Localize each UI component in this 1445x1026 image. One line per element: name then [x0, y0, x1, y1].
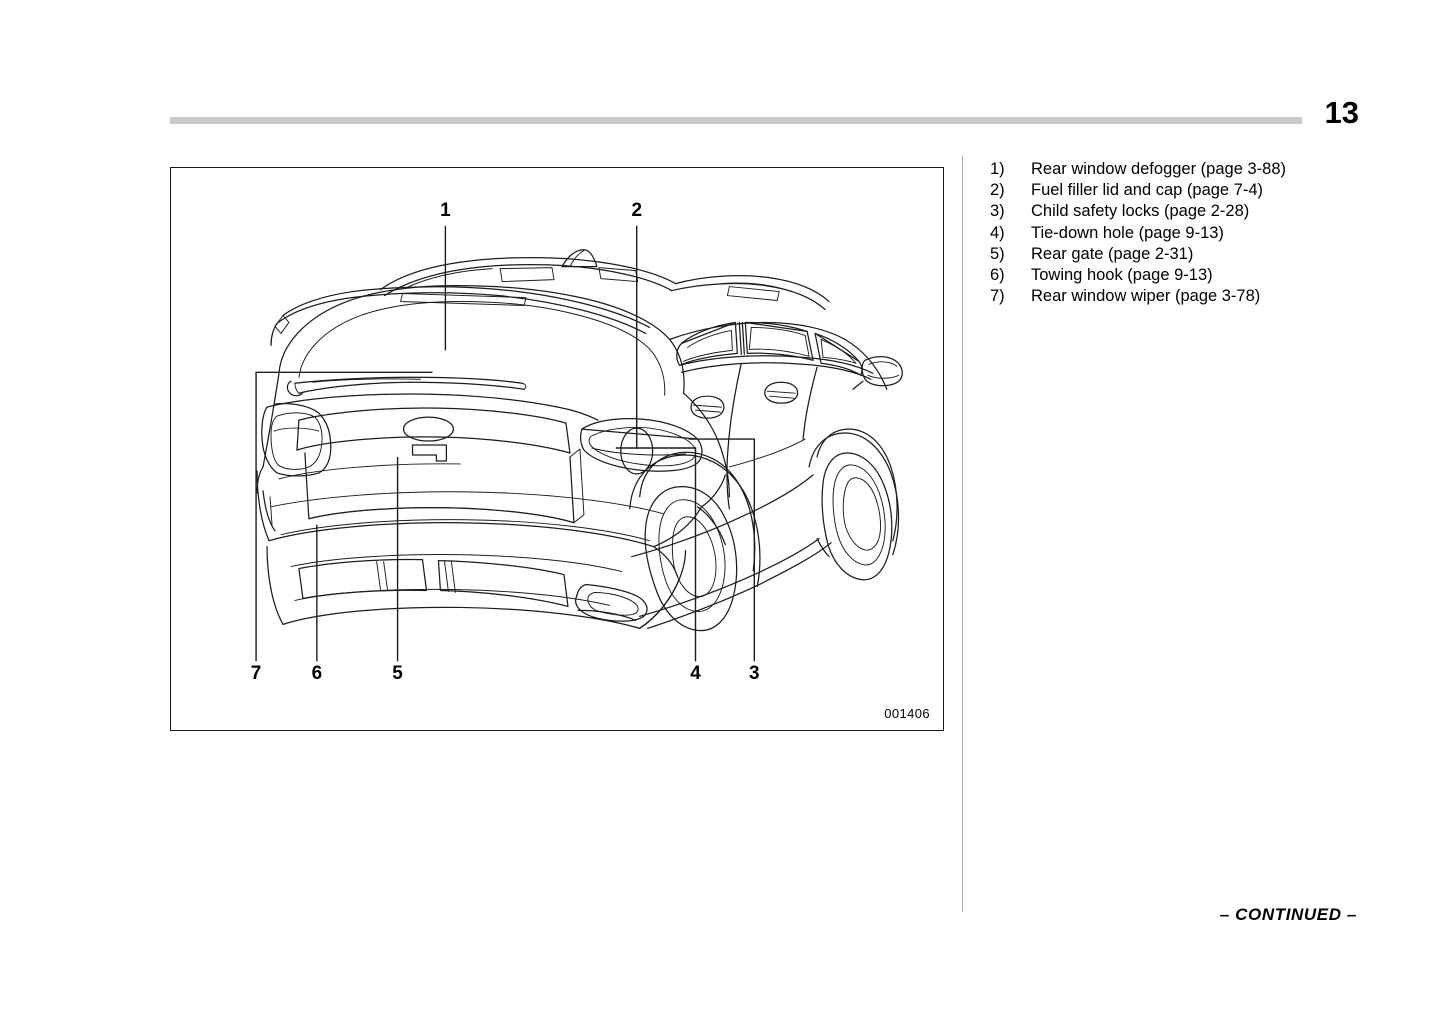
callout-number-5: 5: [392, 663, 403, 684]
legend-item-number: 7): [990, 287, 1005, 306]
legend-item-label: Child safety locks (page 2-28): [1031, 202, 1250, 221]
legend-item-number: 4): [990, 223, 1005, 242]
leader-line-7: [255, 371, 433, 662]
page-number: 13: [1324, 95, 1359, 130]
callout-number-3: 3: [749, 663, 760, 684]
list-item: 7) Rear window wiper (page 3-78): [990, 286, 1390, 307]
list-item: 4) Tie-down hole (page 9-13): [990, 223, 1390, 244]
figure-frame: 1 2 3 4 5 6 7 001406: [170, 167, 944, 731]
callout-number-2: 2: [631, 200, 642, 221]
list-item: 3) Child safety locks (page 2-28): [990, 201, 1390, 222]
vehicle-drawing: [256, 249, 903, 632]
legend-item-number: 1): [990, 160, 1005, 178]
column-divider: [962, 156, 963, 912]
header-rule: [170, 117, 1302, 124]
legend-item-label: Rear gate (page 2-31): [1031, 244, 1194, 263]
legend-item-label: Rear window wiper (page 3-78): [1031, 287, 1261, 306]
callout-number-1: 1: [440, 200, 451, 221]
leader-line-3: [688, 438, 755, 662]
callout-number-7: 7: [251, 663, 262, 684]
list-item: 2) Fuel filler lid and cap (page 7-4): [990, 180, 1390, 201]
callout-number-4: 4: [690, 663, 701, 684]
legend-item-number: 5): [990, 244, 1005, 263]
figure-id-label: 001406: [884, 706, 930, 721]
vehicle-rear-illustration: 1 2 3 4 5 6 7: [251, 200, 903, 684]
legend-item-number: 2): [990, 181, 1005, 200]
legend-item-number: 3): [990, 202, 1005, 221]
list-item: 1) Rear window defogger (page 3-88): [990, 159, 1390, 180]
legend-item-label: Towing hook (page 9-13): [1031, 266, 1213, 285]
callout-number-6: 6: [312, 663, 323, 684]
footer-continued-note: – CONTINUED –: [1219, 905, 1357, 924]
leader-line-4: [615, 447, 697, 662]
legend-item-number: 6): [990, 266, 1005, 285]
legend-item-label: Rear window defogger (page 3-88): [1031, 160, 1286, 178]
legend-list: 1) Rear window defogger (page 3-88) 2) F…: [990, 159, 1390, 307]
list-item: 5) Rear gate (page 2-31): [990, 244, 1390, 265]
legend-item-label: Fuel filler lid and cap (page 7-4): [1031, 181, 1264, 200]
list-item: 6) Towing hook (page 9-13): [990, 265, 1390, 286]
callout-layer: 1 2 3 4 5 6 7: [251, 200, 760, 684]
legend-item-label: Tie-down hole (page 9-13): [1031, 223, 1224, 242]
